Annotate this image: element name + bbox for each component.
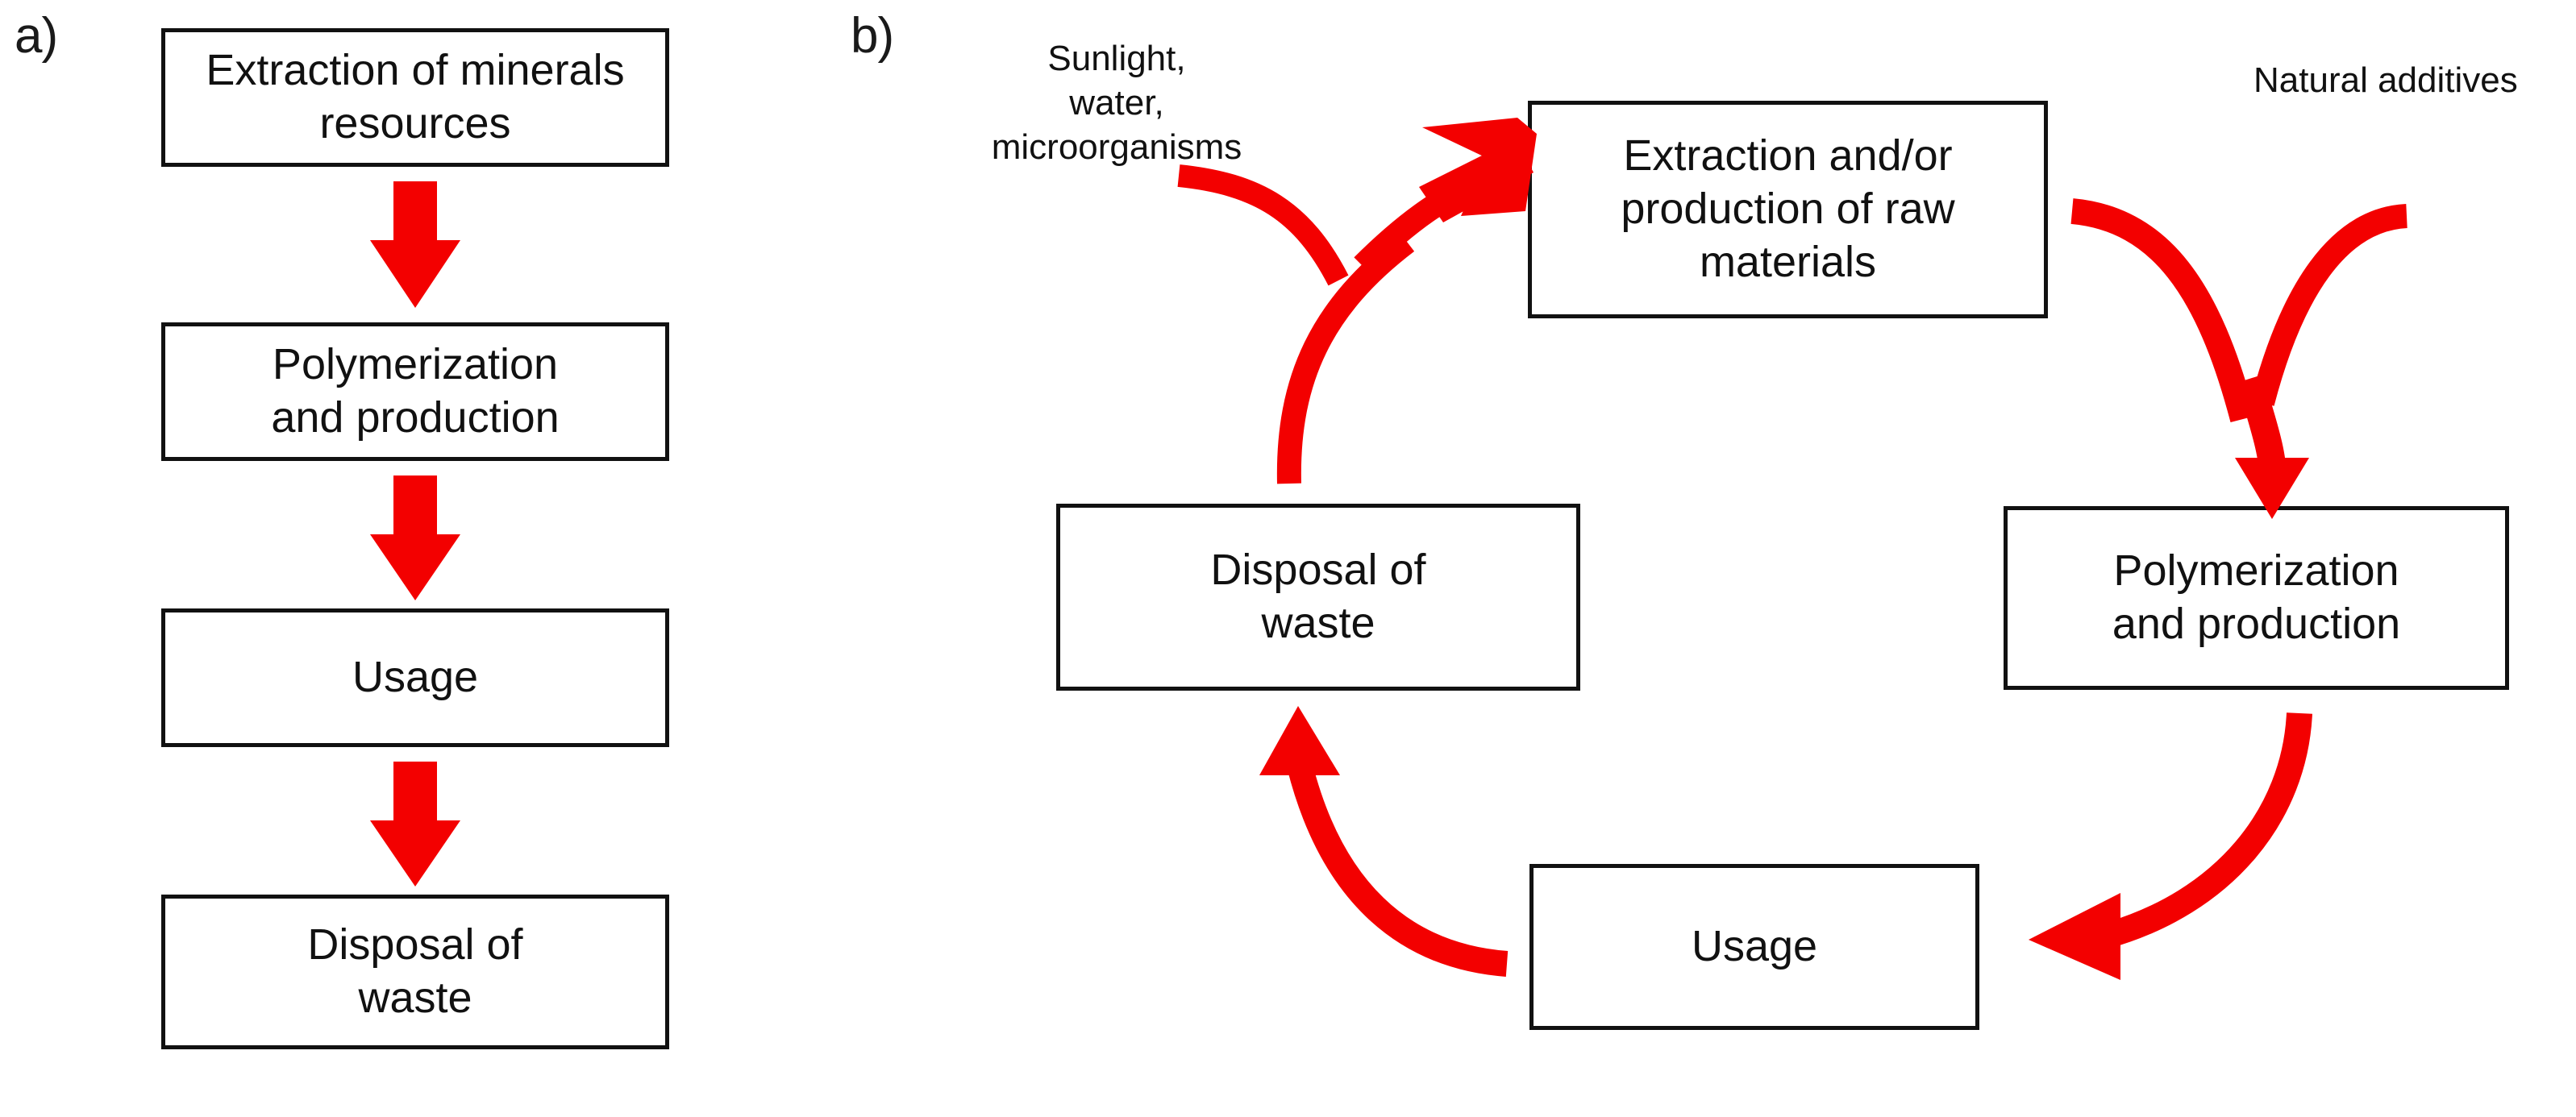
panel-a-box-usage-text: Usage: [352, 653, 479, 702]
panel-b-box-polymerization-production-text: Polymerization and production: [2112, 546, 2401, 648]
panel-a-box-extraction-minerals: Extraction of minerals resources: [161, 28, 669, 167]
panel-b-arrow-polymerization-to-usage-icon: [2029, 712, 2312, 980]
panel-a-box-polymerization-production-text: Polymerization and production: [271, 340, 560, 442]
panel-a-box-polymerization-production: Polymerization and production: [161, 322, 669, 461]
panel-a-arrow-1-icon: [370, 181, 460, 308]
panel-b-box-polymerization-production: Polymerization and production: [2004, 506, 2509, 690]
panel-b-box-extraction-raw-materials-text: Extraction and/or production of raw mate…: [1621, 131, 1955, 286]
panel-a-label: a): [15, 8, 58, 64]
panel-b-arrow-extraction-to-polymerization-icon: [2070, 198, 2408, 519]
panel-a-arrow-3-icon: [370, 762, 460, 887]
panel-a-box-usage: Usage: [161, 608, 669, 747]
panel-b-arrow-usage-to-disposal-icon: [1259, 706, 1509, 977]
panel-b-annotation-natural-additives: Natural additives: [2253, 60, 2518, 100]
panel-a-box-disposal-waste-text: Disposal of waste: [307, 920, 523, 1022]
panel-a-box-extraction-minerals-text: Extraction of minerals resources: [206, 46, 625, 147]
panel-b-box-extraction-raw-materials: Extraction and/or production of raw mate…: [1528, 101, 2048, 318]
panel-a-box-disposal-waste: Disposal of waste: [161, 895, 669, 1049]
panel-b-box-usage-text: Usage: [1691, 922, 1818, 971]
panel-b-box-disposal-waste: Disposal of waste: [1056, 504, 1580, 691]
panel-b-box-usage: Usage: [1529, 864, 1979, 1030]
panel-b-annotation-sunlight-inputs: Sunlight, water, microorganisms: [991, 39, 1242, 167]
panel-b-label: b): [851, 8, 894, 64]
panel-b-arrow-disposal-to-extraction-icon: [1177, 118, 1537, 484]
panel-b-box-disposal-waste-text: Disposal of waste: [1210, 546, 1426, 647]
panel-a-arrow-2-icon: [370, 475, 460, 600]
